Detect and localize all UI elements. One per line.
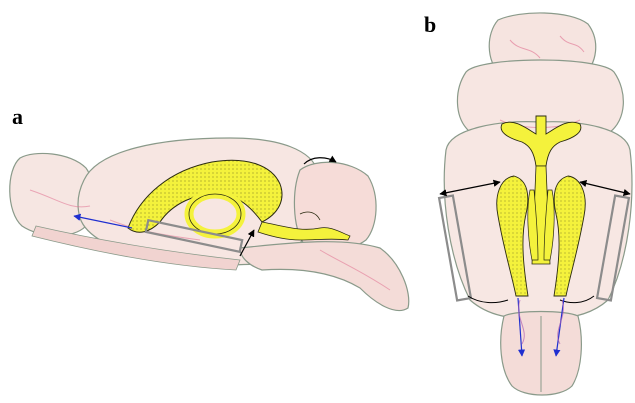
dorsal-brain — [439, 13, 632, 395]
panel-label-a: a — [12, 104, 23, 130]
sagittal-brain — [10, 138, 409, 311]
panel-label-b: b — [424, 12, 436, 38]
